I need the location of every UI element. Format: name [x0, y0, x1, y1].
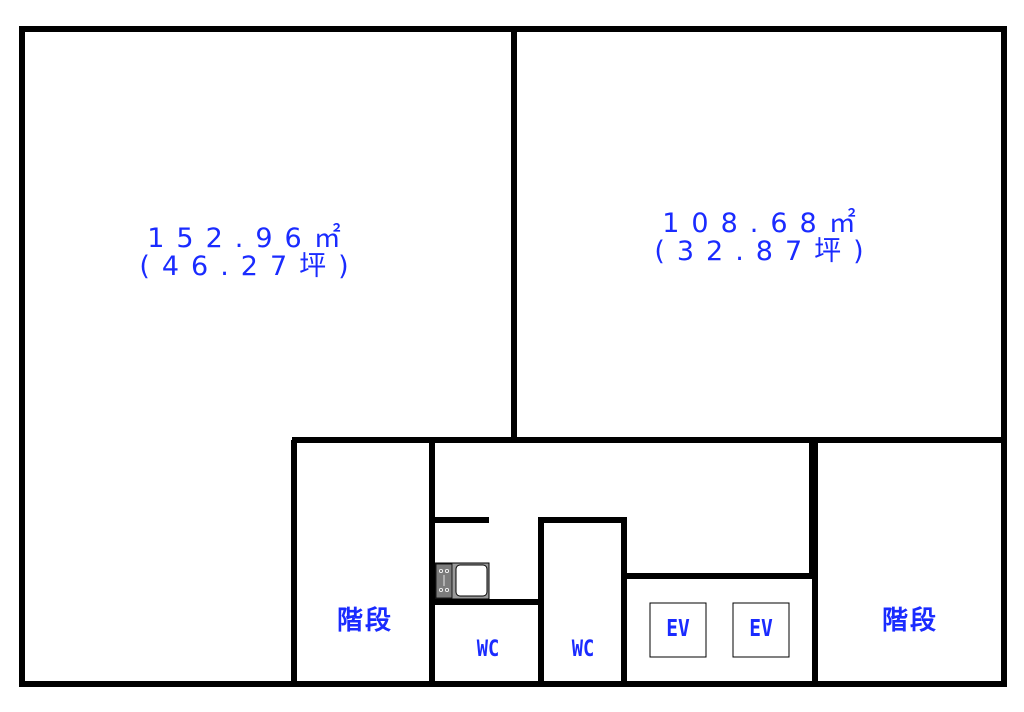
right-office-area-sqm: 108.68㎡ [662, 208, 868, 239]
wc-right-walls [538, 517, 627, 684]
left-office-area-sqm: 152.96㎡ [147, 223, 353, 254]
ev-right-label: EV [749, 616, 773, 642]
elevator-box-left [649, 602, 707, 658]
right-office-area: 108.68㎡ (32.87坪) [575, 210, 955, 266]
left-office-area-tsubo: (46.27坪) [139, 251, 361, 282]
wc-left-label: WC [476, 637, 500, 662]
right-office-area-tsubo: (32.87坪) [654, 236, 876, 267]
kitchenette-icon [434, 562, 490, 600]
wc-right-label: WC [571, 637, 595, 662]
stairs-left-label: 階段 [336, 606, 393, 636]
stairs-right-label: 階段 [881, 606, 938, 636]
left-office-area: 152.96㎡ (46.27坪) [60, 225, 440, 281]
elevator-box-right [732, 602, 790, 658]
ev-left-label: EV [666, 616, 690, 642]
